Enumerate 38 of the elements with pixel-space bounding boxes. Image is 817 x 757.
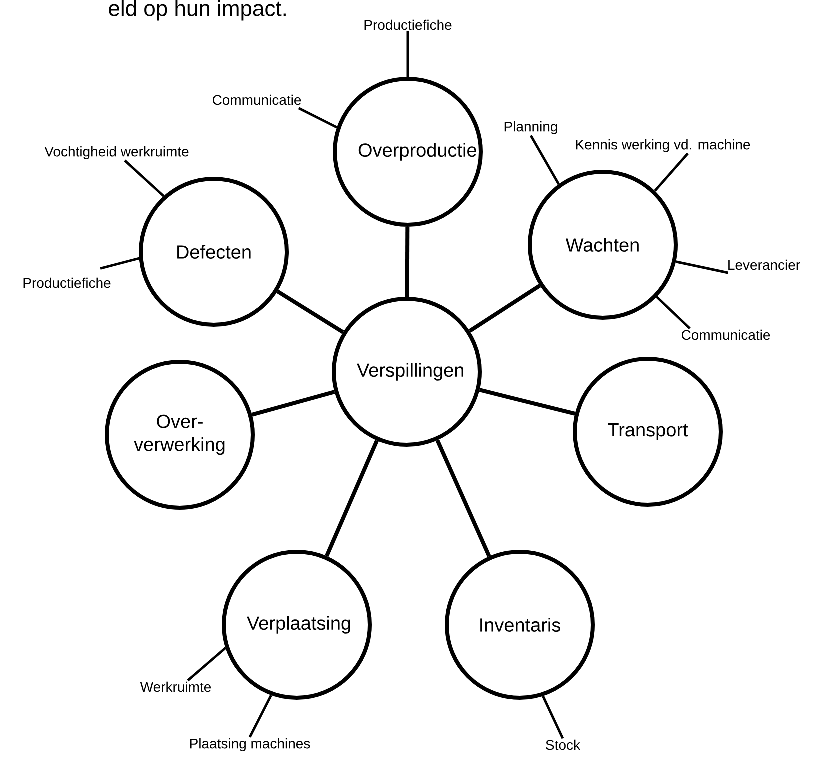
circle-node: Overproductie — [333, 77, 483, 227]
cause-label: Communicatie — [212, 94, 302, 106]
circle-node: Wachten — [528, 170, 678, 320]
cause-label: Communicatie — [682, 330, 770, 340]
circle-node: Over-verwerking — [105, 360, 255, 510]
cause-label: Werkruimte — [140, 682, 212, 692]
connector-line — [468, 284, 542, 333]
spoke-line — [248, 694, 272, 738]
spoke-line — [406, 31, 410, 77]
connector-line — [325, 440, 379, 558]
cause-label: Leverancier — [728, 260, 800, 270]
connector-line — [276, 290, 344, 334]
cause-label: Vochtigheid werkruimte — [44, 146, 189, 160]
cause-label: Stock — [546, 740, 581, 750]
spoke-line — [654, 152, 689, 192]
spoke-line — [656, 296, 691, 330]
circle-node: Verplaatsing — [222, 550, 372, 700]
spoke-line — [676, 260, 728, 274]
circle-node: Defecten — [139, 177, 289, 327]
cause-label: Productiefiche — [364, 20, 452, 30]
connector-line — [436, 440, 492, 558]
spoke-line — [530, 135, 560, 185]
spoke-line — [542, 696, 564, 740]
cause-label: Plaatsing machines — [190, 738, 310, 752]
connector-line — [405, 226, 410, 297]
spoke-line — [124, 160, 165, 198]
connector-line — [479, 388, 576, 416]
spoke-line — [187, 647, 226, 682]
cause-label: Productiefiche — [24, 278, 111, 288]
spoke-line — [298, 107, 338, 129]
circle-node: Inventaris — [445, 550, 595, 700]
cause-label: Kennis werking vd. machine — [576, 139, 750, 153]
heading-fragment: eld op hun impact. — [109, 0, 286, 21]
circle-node: Transport — [573, 357, 723, 507]
circle-node: Verspillingen — [332, 297, 482, 447]
connector-line — [252, 390, 336, 417]
spoke-line — [100, 257, 140, 270]
cause-label: Planning — [504, 121, 558, 135]
